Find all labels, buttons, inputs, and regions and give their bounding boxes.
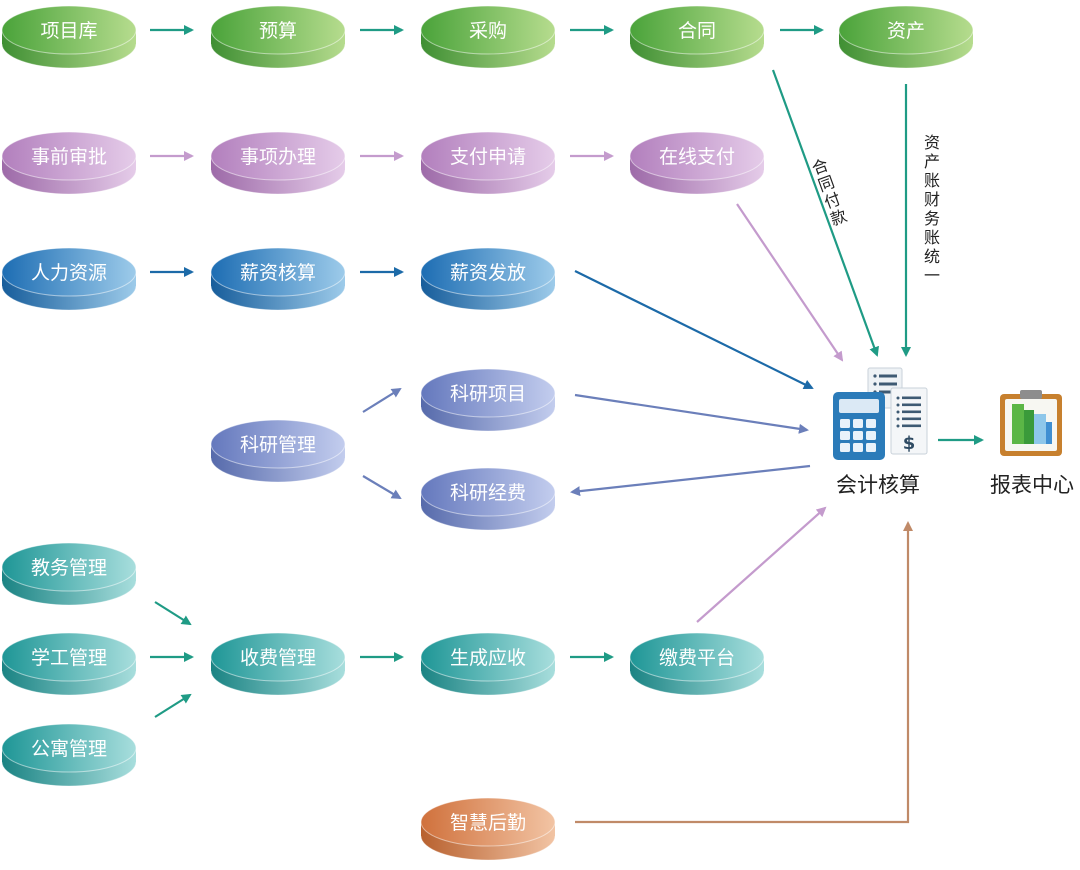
disk-top xyxy=(1,5,137,55)
node-xinzihesuan: 薪资核算 xyxy=(210,247,346,311)
node-keyanjingfei: 科研经费 xyxy=(420,467,556,531)
svg-text:款: 款 xyxy=(828,206,850,229)
disk-top xyxy=(420,632,556,682)
svg-text:财: 财 xyxy=(924,190,940,209)
node-label: 科研经费 xyxy=(450,482,526,504)
arrow-keyanxiangmu-hub xyxy=(574,393,809,434)
node-label: 支付申请 xyxy=(450,146,526,168)
node-xuegong: 学工管理 xyxy=(1,632,137,696)
svg-text:统: 统 xyxy=(924,247,940,266)
arrow-zhihui-hub xyxy=(575,521,913,824)
node-zhihui: 智慧后勤 xyxy=(420,797,556,861)
disk-top xyxy=(420,131,556,181)
disk-top xyxy=(1,632,137,682)
node-shengcheng: 生成应收 xyxy=(420,632,556,696)
node-yusuan: 预算 xyxy=(210,5,346,69)
node-label: 采购 xyxy=(469,20,507,42)
arrow-hub-keyanjingfei xyxy=(570,464,811,497)
arrow-zaixian-hub xyxy=(736,203,844,362)
svg-text:一: 一 xyxy=(924,266,940,285)
disk-top xyxy=(629,5,765,55)
disk-top xyxy=(420,797,556,847)
node-label: 科研管理 xyxy=(240,434,316,456)
arrow-xinzifafang-hub xyxy=(574,270,814,389)
arrow-jiaowu-shoufei xyxy=(154,601,192,626)
node-zaixian: 在线支付 xyxy=(629,131,765,195)
disk-top xyxy=(629,632,765,682)
node-label: 学工管理 xyxy=(31,647,107,669)
node-jiaowu: 教务管理 xyxy=(1,542,137,606)
node-label: 在线支付 xyxy=(659,146,735,168)
arrow-hetong-hub xyxy=(771,69,879,357)
disk-top xyxy=(210,5,346,55)
node-label: 项目库 xyxy=(40,20,97,42)
report-chart-icon xyxy=(1000,390,1062,456)
node-zichan: 资产 xyxy=(838,5,974,69)
node-label: 收费管理 xyxy=(240,647,316,669)
calculator-document-icon: $ xyxy=(833,367,928,460)
node-renli: 人力资源 xyxy=(1,247,137,311)
disk-top xyxy=(420,5,556,55)
arrow-keyanguanli-keyanxiangmu xyxy=(362,387,402,413)
node-label: 人力资源 xyxy=(31,262,107,284)
svg-text:账: 账 xyxy=(924,171,940,190)
node-shoufei: 收费管理 xyxy=(210,632,346,696)
node-jiaofei: 缴费平台 xyxy=(629,632,765,696)
disk-top xyxy=(629,131,765,181)
arrow-gongyu-shoufei xyxy=(154,693,192,718)
node-shiqian: 事前审批 xyxy=(1,131,137,195)
edge-label-contract-payment: 合同付款合同付款 xyxy=(809,155,850,229)
report-label: 报表中心 xyxy=(990,473,1074,497)
disk-top xyxy=(210,247,346,297)
node-label: 预算 xyxy=(259,20,297,42)
svg-text:产: 产 xyxy=(924,152,940,171)
node-label: 生成应收 xyxy=(450,647,526,669)
node-label: 公寓管理 xyxy=(31,738,107,760)
disk-top xyxy=(1,723,137,773)
svg-text:务: 务 xyxy=(924,209,940,228)
disk-top xyxy=(210,131,346,181)
node-keyanxiangmu: 科研项目 xyxy=(420,368,556,432)
svg-text:付: 付 xyxy=(822,189,844,212)
node-label: 事前审批 xyxy=(31,146,107,168)
arrow-keyanguanli-keyanjingfei xyxy=(362,475,402,500)
node-xinzifafang: 薪资发放 xyxy=(420,247,556,311)
disk-top xyxy=(420,247,556,297)
disk-top xyxy=(210,632,346,682)
edge-label-asset-unify: 资产账财务账统一资产账财务账统一 xyxy=(924,133,940,285)
hub-label: 会计核算 xyxy=(836,473,920,497)
node-label: 智慧后勤 xyxy=(450,812,526,834)
node-keyanguanli: 科研管理 xyxy=(210,419,346,483)
node-shixiang: 事项办理 xyxy=(210,131,346,195)
node-label: 事项办理 xyxy=(240,146,316,168)
node-label: 资产 xyxy=(887,20,925,42)
disk-top xyxy=(210,419,346,469)
svg-text:资: 资 xyxy=(924,133,940,152)
node-xiangmuku: 项目库 xyxy=(1,5,137,69)
disk-top xyxy=(420,467,556,517)
svg-text:同: 同 xyxy=(816,172,838,195)
node-caigou: 采购 xyxy=(420,5,556,69)
node-label: 合同 xyxy=(678,20,716,42)
node-zhifu: 支付申请 xyxy=(420,131,556,195)
disk-top xyxy=(420,368,556,418)
node-label: 薪资发放 xyxy=(450,262,526,284)
node-label: 缴费平台 xyxy=(659,647,735,669)
node-label: 教务管理 xyxy=(31,557,107,579)
node-label: 科研项目 xyxy=(450,383,526,405)
svg-text:账: 账 xyxy=(924,228,940,247)
disk-top xyxy=(1,131,137,181)
disk-top xyxy=(1,247,137,297)
node-label: 薪资核算 xyxy=(240,262,316,284)
arrow-jiaofei-hub xyxy=(696,506,827,623)
node-hetong: 合同 xyxy=(629,5,765,69)
svg-text:$: $ xyxy=(903,433,916,454)
node-gongyu: 公寓管理 xyxy=(1,723,137,787)
disk-top xyxy=(838,5,974,55)
disk-top xyxy=(1,542,137,592)
svg-text:合: 合 xyxy=(809,155,831,178)
